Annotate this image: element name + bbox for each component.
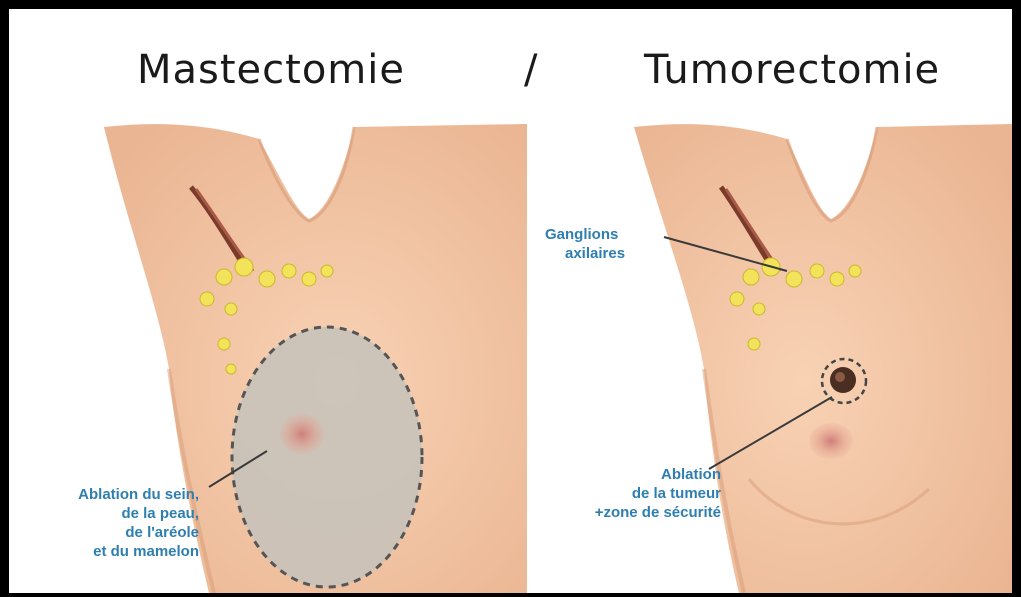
title-mastectomie: Mastectomie bbox=[137, 47, 405, 93]
label-ablation-sein-line1: Ablation du sein, bbox=[19, 485, 199, 504]
label-ablation-sein-line4: et du mamelon bbox=[19, 542, 199, 561]
label-ablation-sein-line2: de la peau, bbox=[19, 504, 199, 523]
label-ablation-tumeur: Ablation de la tumeur +zone de sécurité bbox=[549, 465, 721, 522]
right-areola bbox=[809, 423, 853, 459]
title-separator: / bbox=[524, 47, 538, 93]
label-ganglions-line2: axilaires bbox=[545, 244, 625, 263]
title-tumorectomie: Tumorectomie bbox=[644, 47, 940, 93]
label-ablation-sein-line3: de l'aréole bbox=[19, 523, 199, 542]
label-ablation-tumeur-line1: Ablation bbox=[549, 465, 721, 484]
mastectomy-excision-zone bbox=[232, 327, 422, 587]
label-ablation-tumeur-line2: de la tumeur bbox=[549, 484, 721, 503]
label-ablation-tumeur-line3: +zone de sécurité bbox=[549, 503, 721, 522]
label-ganglions-axilaires: Ganglions axilaires bbox=[545, 225, 625, 263]
left-areola bbox=[280, 414, 324, 454]
right-torso bbox=[634, 124, 1012, 593]
label-ganglions-line1: Ganglions bbox=[545, 225, 625, 244]
label-ablation-sein: Ablation du sein, de la peau, de l'aréol… bbox=[19, 485, 199, 561]
